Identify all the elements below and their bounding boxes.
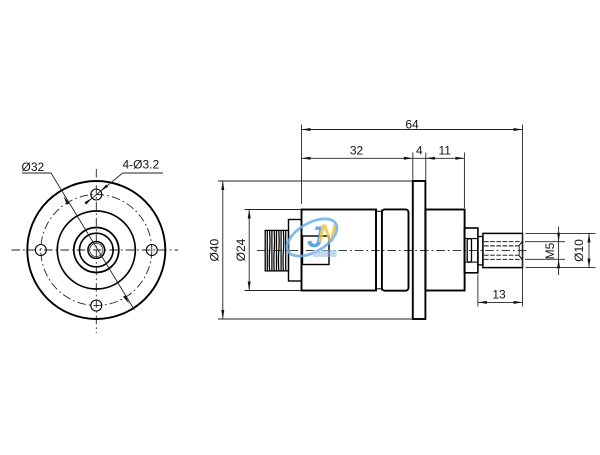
svg-text:4-Ø3.2: 4-Ø3.2 bbox=[123, 158, 160, 172]
svg-text:32: 32 bbox=[350, 144, 364, 158]
svg-text:13: 13 bbox=[492, 288, 506, 302]
svg-text:4: 4 bbox=[416, 144, 423, 158]
svg-text:Ø40: Ø40 bbox=[207, 239, 221, 262]
svg-text:J: J bbox=[307, 221, 325, 254]
svg-text:11: 11 bbox=[438, 144, 451, 158]
svg-text:64: 64 bbox=[405, 117, 419, 131]
svg-text:Ø10: Ø10 bbox=[572, 239, 586, 262]
svg-text:Ø24: Ø24 bbox=[234, 238, 248, 261]
svg-text:Ø32: Ø32 bbox=[22, 160, 45, 174]
svg-text:M5: M5 bbox=[543, 242, 557, 259]
